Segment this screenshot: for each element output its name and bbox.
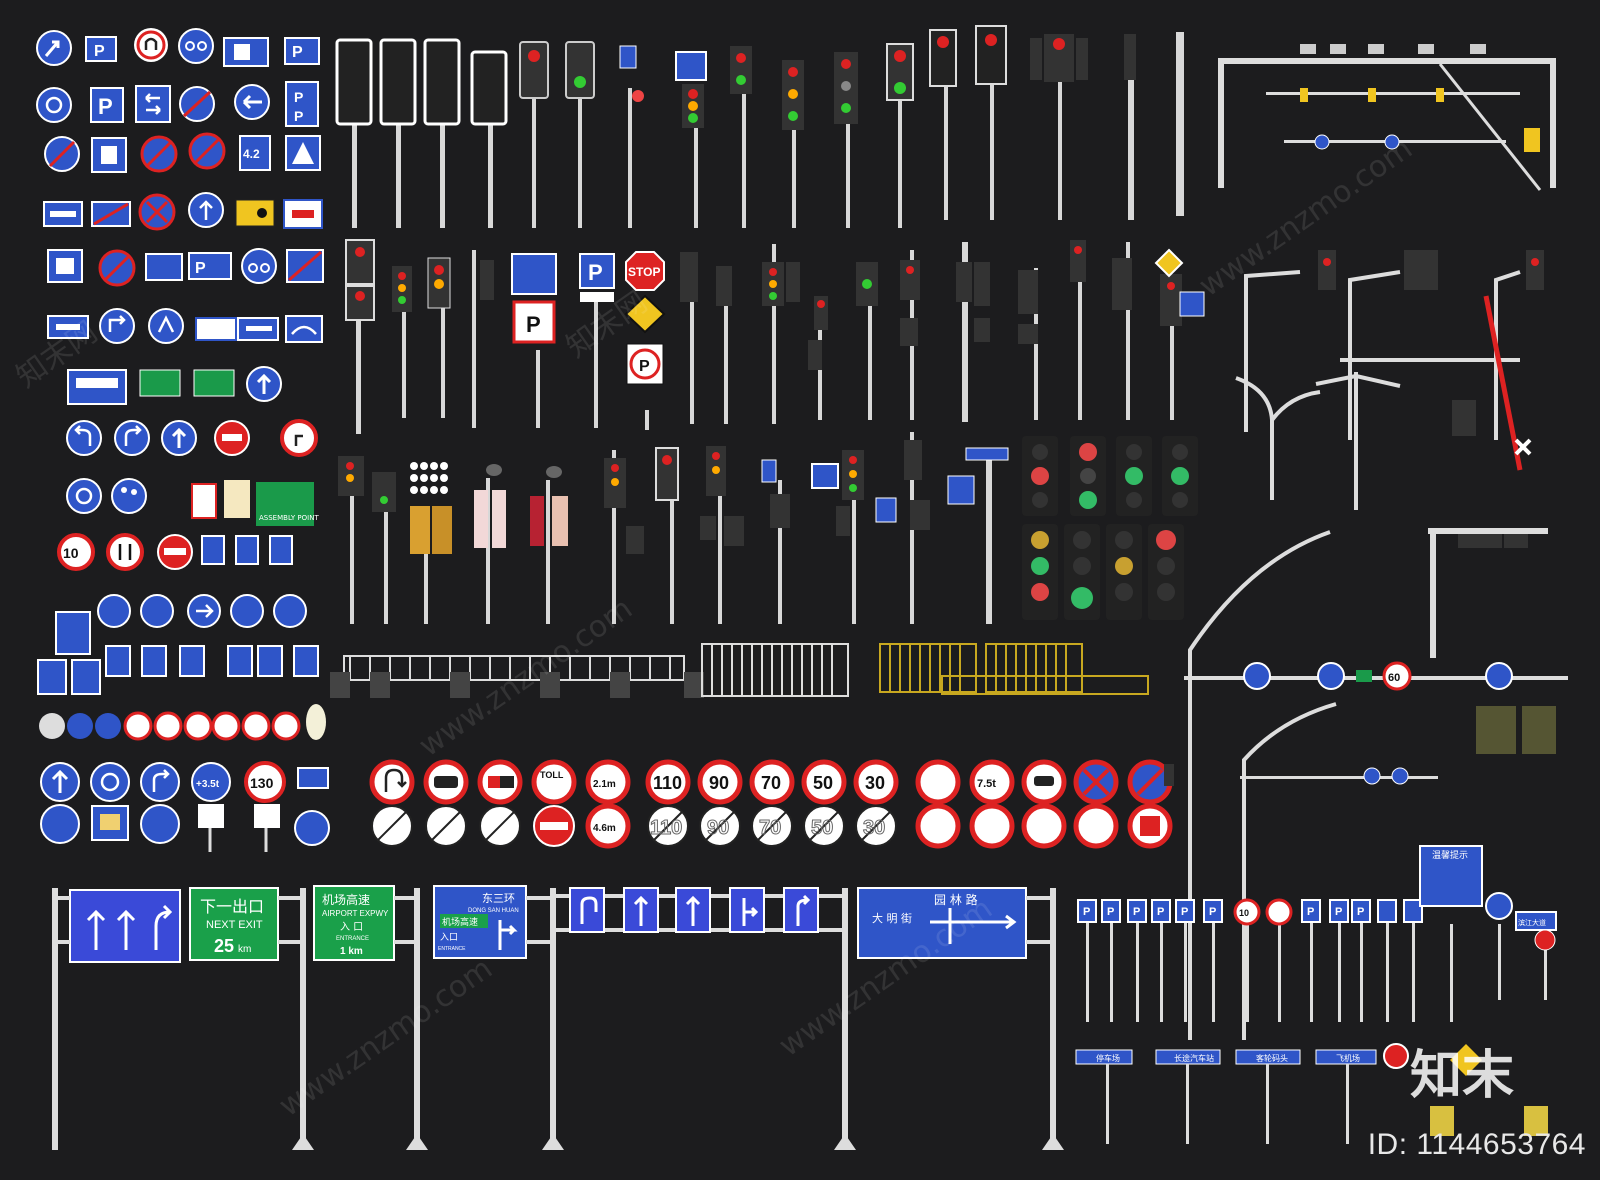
width-limit-text: 4.6m <box>593 823 616 834</box>
speed-10-text: 10 <box>63 545 79 561</box>
svg-text:P: P <box>1357 906 1364 918</box>
entrance-cn: 入 口 <box>340 922 363 933</box>
next-exit-unit: km <box>238 944 251 955</box>
small-sign-grid: P P P P P 4.2 <box>36 28 330 852</box>
ring-entrance-en: ENTRANCE <box>438 946 466 952</box>
stop-text: STOP <box>628 265 660 279</box>
next-exit-distance: 25 <box>214 936 234 956</box>
traffic-lights-row-3 <box>338 432 1198 624</box>
svg-text:P: P <box>1083 906 1090 918</box>
end-limit-30: 30 <box>863 817 885 839</box>
svg-text:P: P <box>526 312 541 337</box>
round-signs: TOLL 2.1m 4.6m 7.5t 110 90 70 50 30 110 … <box>369 759 1174 849</box>
airport-cn: 机场高速 <box>322 892 370 907</box>
traffic-lights-row-2: P P STOP P <box>345 239 1205 434</box>
svg-text:P: P <box>639 358 650 375</box>
svg-text:P: P <box>195 260 206 277</box>
speed-limit-110: 110 <box>653 773 682 793</box>
svg-text:P: P <box>1107 906 1114 918</box>
speed-limit-50: 50 <box>813 773 833 793</box>
speed-limit-70: 70 <box>761 773 781 793</box>
ring-entrance-cn: 入口 <box>440 932 458 943</box>
next-exit-cn: 下一出口 <box>200 897 264 916</box>
speed-60-text: 60 <box>1388 672 1400 684</box>
weight-limit-text: +3.5t <box>196 779 220 790</box>
small-sign-1: 停车场 <box>1096 1053 1120 1063</box>
height-limit-text: 2.1m <box>593 779 616 790</box>
right-gantry: 60 <box>1184 528 1568 1040</box>
next-exit-en: NEXT EXIT <box>206 919 263 931</box>
svg-text:P: P <box>98 94 113 119</box>
svg-text:P: P <box>294 108 303 124</box>
warning-title: 温馨提示 <box>1432 849 1468 861</box>
svg-text:P: P <box>588 260 603 285</box>
assembly-text: ASSEMBLY POINT <box>259 514 319 522</box>
svg-text:P: P <box>1133 906 1140 918</box>
road-name-1: 园 林 路 <box>934 892 978 907</box>
ring-airport-cn: 机场高速 <box>442 916 478 928</box>
weight-75-text: 7.5t <box>977 778 996 790</box>
svg-text:P: P <box>1209 906 1216 918</box>
speed-130-text: 130 <box>250 775 274 791</box>
speed-limit-30: 30 <box>865 773 885 793</box>
svg-text:P: P <box>1335 906 1342 918</box>
end-limit-50: 50 <box>811 817 833 839</box>
svg-text:P: P <box>1157 906 1164 918</box>
svg-text:4.2: 4.2 <box>243 147 260 161</box>
ring-en: DONG SAN HUAN <box>468 908 519 914</box>
svg-text:P: P <box>294 89 303 105</box>
street-light-poles <box>1235 270 1523 510</box>
small-sign-2: 长途汽车站 <box>1174 1053 1214 1063</box>
blue-sign-label: 滨江大道 <box>1518 918 1546 927</box>
svg-text:P: P <box>1307 906 1314 918</box>
asset-id-label: ID: 1144653764 <box>1367 1128 1586 1161</box>
svg-text:P: P <box>94 43 105 60</box>
speed-limit-90: 90 <box>709 773 729 793</box>
entrance-distance: 1 km <box>340 946 363 957</box>
end-limit-90: 90 <box>707 817 729 839</box>
end-limit-70: 70 <box>759 817 781 839</box>
svg-text:P: P <box>292 44 303 61</box>
ring-cn: 东三环 <box>482 892 515 905</box>
toll-text: TOLL <box>540 770 564 780</box>
end-limit-110: 110 <box>650 817 682 839</box>
airport-en: AIRPORT EXPWY <box>322 909 389 918</box>
fences <box>330 643 1149 698</box>
road-name-2: 大 明 街 <box>872 911 912 925</box>
svg-text:P: P <box>1181 906 1188 918</box>
speed-10-pole: 10 <box>1239 908 1249 918</box>
brand-logo: 知末 <box>1409 1046 1514 1106</box>
traffic-lights-row-1 <box>335 25 1556 228</box>
small-sign-3: 客轮码头 <box>1256 1053 1288 1063</box>
direction-signs: 下一出口 NEXT EXIT 25 km 机场高速 AIRPORT EXPWY … <box>52 885 1064 1150</box>
entrance-en: ENTRANCE <box>336 936 369 942</box>
small-sign-4: 飞机场 <box>1336 1053 1360 1063</box>
